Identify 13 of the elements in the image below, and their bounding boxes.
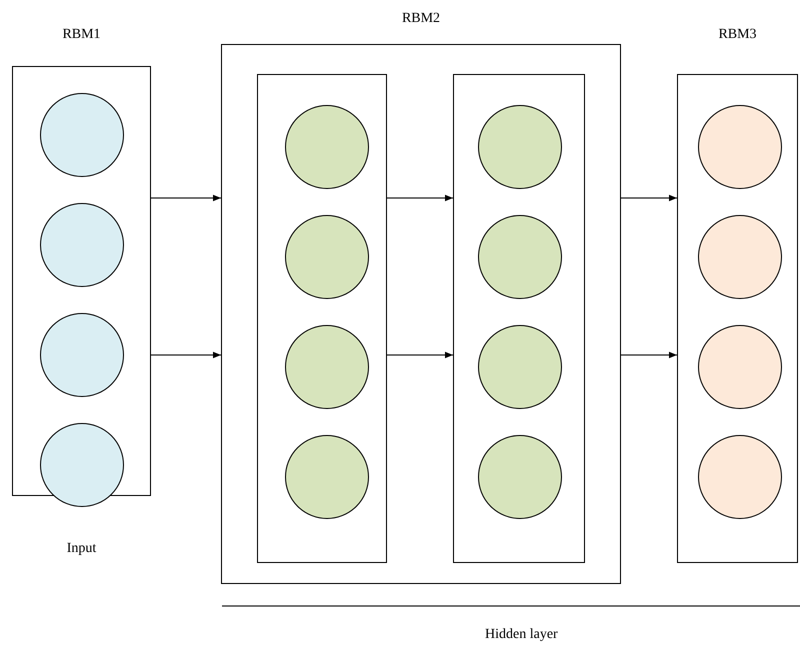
arrow <box>150 352 222 358</box>
arrow <box>620 194 678 202</box>
layer-title: RBM3 <box>718 27 757 43</box>
arrow <box>386 194 454 202</box>
arrow <box>620 352 678 358</box>
layer-title: RBM1 <box>62 27 101 43</box>
arrow <box>150 194 222 202</box>
section-label: Hidden layer <box>485 627 558 643</box>
layer-caption: Input <box>66 541 96 557</box>
layer-box <box>257 74 387 563</box>
layer-title: RBM2 <box>402 11 440 27</box>
arrow <box>386 352 454 358</box>
layer-box <box>453 74 585 563</box>
